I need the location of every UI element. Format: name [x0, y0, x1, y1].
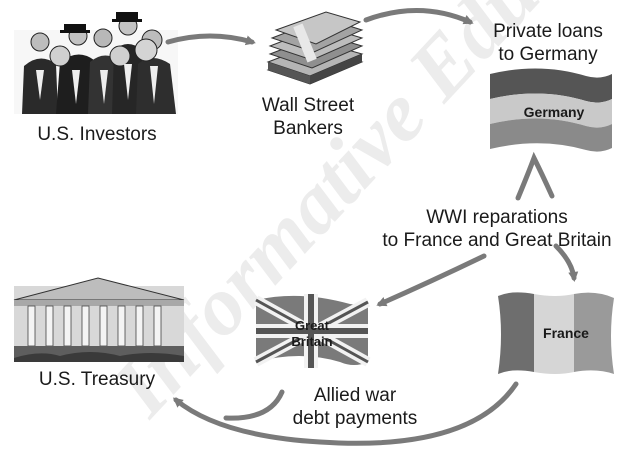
allied-debt-label-line2: debt payments — [292, 408, 418, 429]
arrow-bankers-to-loans — [363, 7, 474, 25]
arrow-france-to-treasury — [172, 381, 519, 446]
arrow-reparations-to-france — [553, 243, 579, 282]
us-treasury-label: U.S. Treasury — [38, 369, 156, 390]
germany-flag-icon: Germany — [490, 68, 612, 152]
france-flag-icon: France — [498, 292, 614, 374]
great-britain-flag-label-1: Great — [295, 318, 330, 333]
treasury-building-icon — [13, 277, 185, 362]
arrow-germany-to-reparations-loop — [515, 151, 555, 201]
arrow-britain-to-treasury — [223, 389, 285, 421]
us-investors-label: U.S. Investors — [37, 124, 157, 145]
investors-group-icon — [14, 12, 178, 114]
reparations-label-line2: to France and Great Britain — [382, 230, 612, 251]
arrow-investors-to-bankers — [165, 33, 256, 46]
private-loans-label: Private loans to Germany — [478, 20, 618, 66]
wall-street-label: Wall Street Bankers — [248, 94, 368, 140]
arrow-reparations-to-britain — [376, 253, 487, 307]
flow-arrows — [165, 7, 579, 446]
private-loans-label-line1: Private loans — [493, 21, 603, 42]
union-jack-flag-icon: Great Britain — [253, 294, 371, 368]
allied-debt-label: Allied war debt payments — [280, 384, 430, 430]
wall-street-label-line2: Bankers — [273, 118, 343, 139]
money-stack-icon — [266, 11, 364, 85]
reparations-label-line1: WWI reparations — [426, 207, 568, 228]
great-britain-flag-label-2: Britain — [291, 334, 332, 349]
private-loans-label-line2: to Germany — [498, 44, 598, 65]
wall-street-label-line1: Wall Street — [261, 95, 355, 116]
germany-flag-label: Germany — [524, 104, 585, 120]
france-flag-label: France — [543, 325, 589, 341]
reparations-label: WWI reparations to France and Great Brit… — [372, 206, 622, 252]
allied-debt-label-line1: Allied war — [313, 385, 397, 406]
